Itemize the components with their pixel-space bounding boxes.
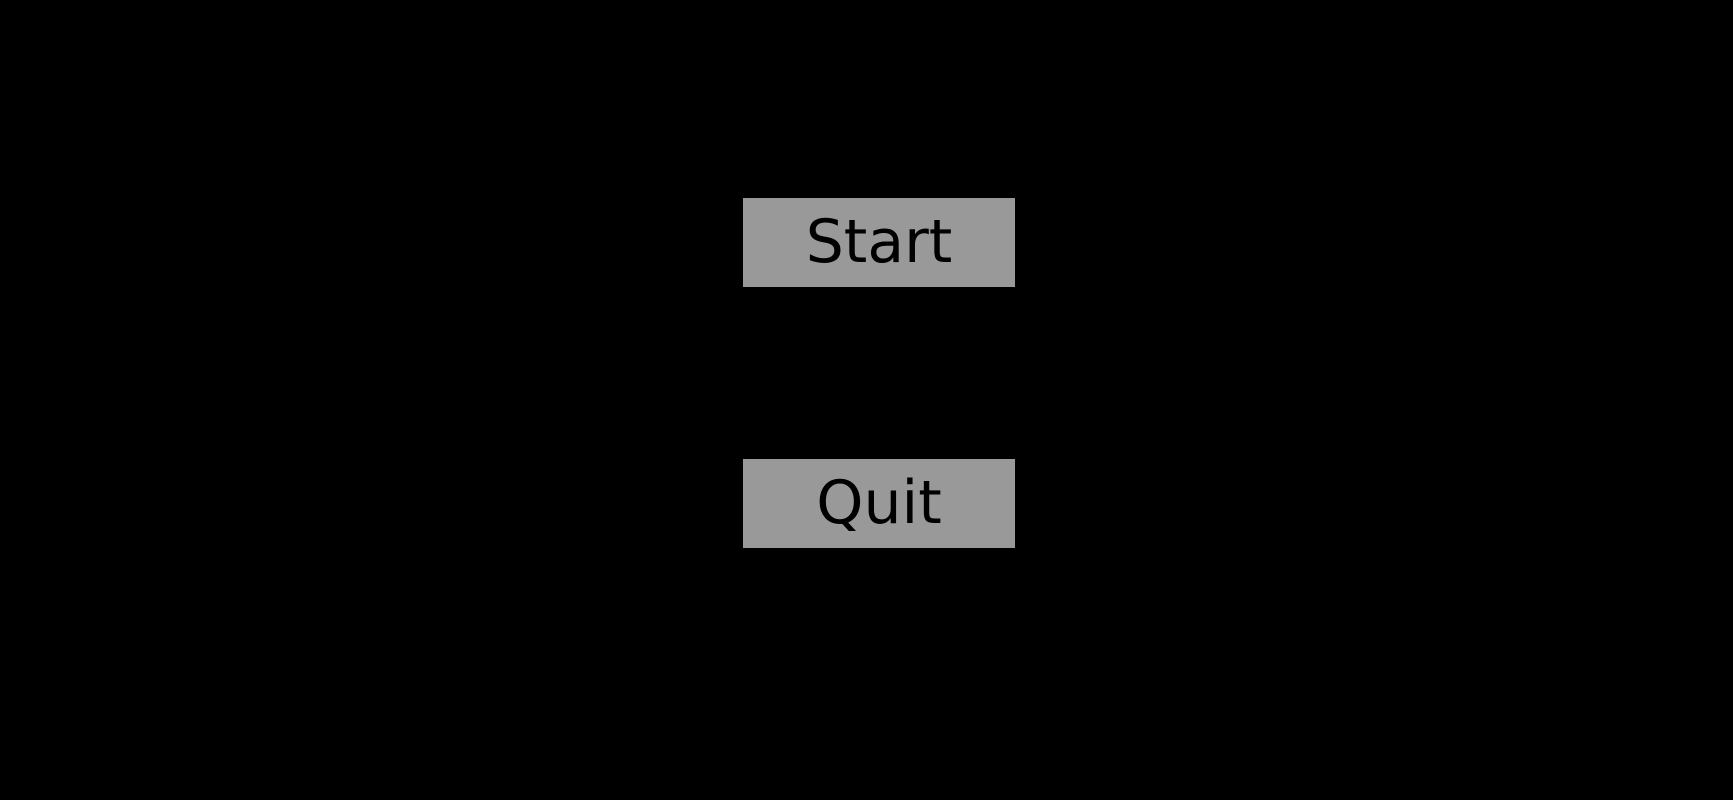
- start-button[interactable]: Start: [743, 198, 1015, 287]
- start-button-label: Start: [805, 207, 953, 277]
- quit-button-label: Quit: [816, 468, 942, 538]
- quit-button[interactable]: Quit: [743, 459, 1015, 548]
